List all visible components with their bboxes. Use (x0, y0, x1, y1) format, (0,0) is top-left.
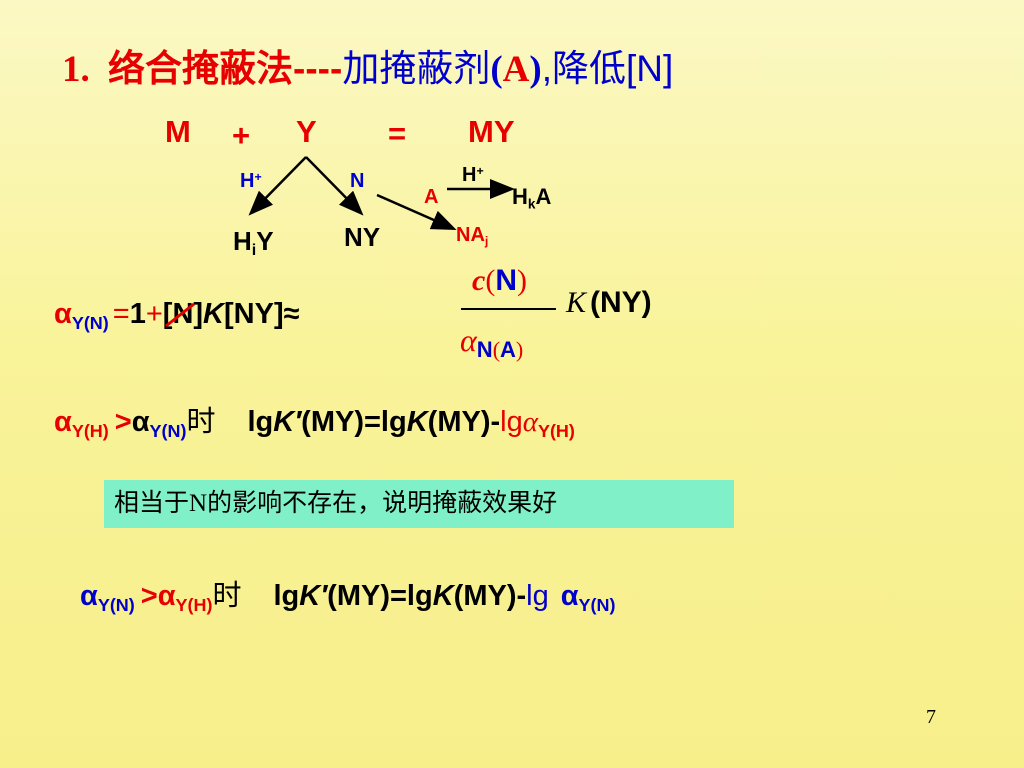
f2-k1: K′ (273, 406, 302, 438)
f2-alpha1-sub: Y(H) (71, 420, 109, 441)
num-c: c (472, 264, 486, 297)
f3-alpha2-sub: Y(H) (175, 594, 213, 615)
naj-sub: j (484, 233, 489, 248)
f2-k2: K (406, 406, 428, 438)
f1-k: K (203, 298, 224, 330)
note-text-a: 相当于 (114, 490, 190, 517)
f2-shi: 时 (186, 406, 216, 438)
f1-approx: ≈ (283, 298, 300, 330)
f2-lg1: lg (247, 406, 274, 438)
hka-h: H (512, 184, 528, 209)
f2-alpha3: α (522, 406, 538, 438)
h-left-sup: + (254, 169, 262, 184)
title-dashes: ---- (293, 48, 343, 89)
title-paren-close: ) (529, 49, 542, 90)
hka-a: A (535, 184, 552, 209)
eq-m: M (165, 114, 191, 149)
label-a: A (424, 186, 439, 208)
slide-title: 1. 络合掩蔽法----加掩蔽剂(A),降低[N] (62, 38, 673, 92)
eq-y: Y (296, 114, 317, 149)
h-left-text: H (240, 170, 255, 192)
f3-alpha1-sub: Y(N) (97, 594, 135, 615)
title-add-agent: 加掩蔽剂 (342, 48, 491, 89)
label-n: N (350, 170, 365, 192)
den-sub-open: ( (492, 337, 501, 362)
f3-alpha1: α (80, 580, 98, 612)
num-n: N (495, 264, 517, 297)
arrow-y-to-hiy (248, 156, 307, 216)
f2-my1: (MY)=lg (301, 406, 407, 438)
den-sub-a: A (500, 337, 516, 362)
f2-gt: > (114, 406, 132, 438)
eq-my: MY (468, 114, 515, 149)
strike-one-mark (165, 302, 195, 328)
formula-k-ny: K(NY) (566, 286, 652, 320)
f1-alpha-sub: Y(N) (71, 312, 109, 333)
f2-alpha3-sub: Y(H) (537, 420, 575, 441)
arrow-n-to-naj (376, 193, 457, 231)
label-h-plus-right: H+ (462, 164, 484, 187)
num-paren-close: ) (517, 264, 527, 297)
label-h-plus-left: H+ (240, 170, 262, 193)
fraction-numerator: c(N) (472, 264, 527, 298)
product-naj: NAj (456, 224, 488, 247)
eq-plus: + (232, 118, 251, 153)
f1-equals: = (112, 298, 130, 330)
den-sub-n: N (476, 337, 493, 362)
naj-main: NA (456, 224, 485, 246)
f3-lg2: lg (526, 580, 549, 612)
f3-alpha3: α (560, 580, 579, 612)
f3-my2: (MY)- (453, 580, 527, 612)
f1-alpha: α (54, 298, 72, 330)
title-number: 1. (62, 49, 90, 90)
hiy-h: H (233, 226, 252, 256)
hiy-y: Y (256, 226, 274, 256)
f3-alpha3-sub: Y(N) (578, 594, 616, 615)
f2-my2: (MY)- (427, 406, 501, 438)
arrow-y-to-ny (305, 156, 364, 216)
f2-alpha1: α (54, 406, 72, 438)
f3-alpha2: α (157, 580, 176, 612)
hiy-sub: i (251, 241, 257, 260)
f3-k2: K (432, 580, 454, 612)
f1-k-after: K (566, 286, 587, 319)
f2-alpha2: α (131, 406, 150, 438)
title-reagent: A (502, 49, 530, 90)
f1-ny-after: (NY) (590, 286, 652, 319)
f3-shi: 时 (212, 580, 242, 612)
product-ny: NY (344, 222, 381, 252)
f1-ny-bracket: [NY] (224, 298, 284, 330)
den-alpha: α (460, 322, 477, 358)
f1-one: 1 (129, 298, 146, 330)
h-right-sup: + (476, 163, 484, 178)
den-sub-close: ) (515, 337, 524, 362)
product-hiy: HiY (233, 226, 274, 260)
f3-lg1: lg (273, 580, 300, 612)
title-paren-open: ( (490, 49, 503, 90)
conclusion-note: 相当于N的影响不存在，说明掩蔽效果好 (104, 480, 734, 528)
num-paren-open: ( (485, 264, 496, 297)
f2-lg2: lg (500, 406, 523, 438)
f3-my1: (MY)=lg (327, 580, 433, 612)
f1-plus: + (145, 298, 163, 330)
fraction-denominator: αN(A) (460, 322, 523, 363)
product-hka: HkA (512, 184, 552, 212)
note-text-b: 的影响不存在，说明掩蔽效果好 (207, 490, 558, 517)
h-right-text: H (462, 164, 477, 186)
eq-equals: = (388, 116, 407, 151)
title-reduce: ,降低[N] (541, 48, 674, 89)
f2-alpha2-sub: Y(N) (149, 420, 187, 441)
page-number: 7 (926, 706, 936, 728)
f3-gt: > (140, 580, 158, 612)
note-text-n: N (189, 490, 208, 517)
f3-k1: K′ (299, 580, 328, 612)
title-method: 络合掩蔽法 (108, 48, 294, 89)
hka-sub: k (527, 196, 536, 212)
fraction-bar (461, 308, 556, 310)
